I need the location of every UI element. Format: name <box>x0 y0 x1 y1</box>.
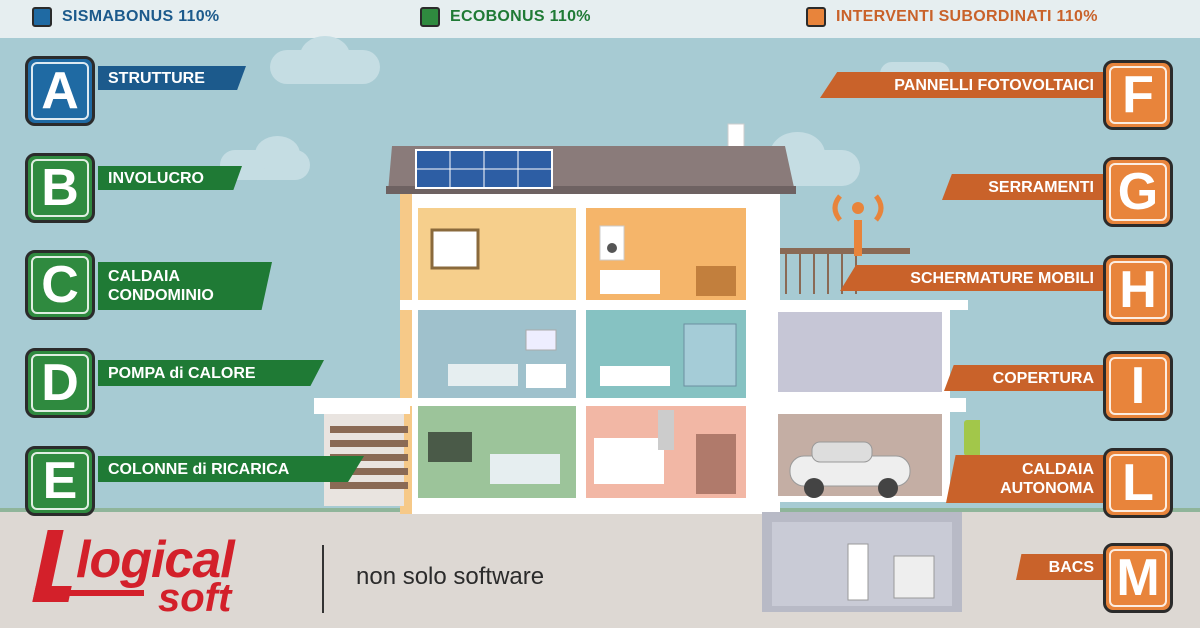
logo-wordmark-bottom: soft <box>158 576 232 620</box>
badge-letter: I <box>1130 357 1146 415</box>
logicalsoft-logo: logical soft <box>32 530 300 620</box>
badge-letter: M <box>1116 549 1160 607</box>
badge-l: L <box>1103 448 1173 518</box>
label-caldaia-condominio: CALDAIA CONDOMINIO <box>98 262 272 310</box>
cloud <box>255 136 300 172</box>
logo-arrow-icon <box>44 590 144 596</box>
label-text: STRUTTURE <box>108 69 205 87</box>
label-text: BACS <box>1048 558 1094 576</box>
badge-letter: D <box>41 354 79 412</box>
badge-letter: G <box>1117 163 1159 221</box>
label-bacs: BACS <box>1016 554 1106 580</box>
badge-i: I <box>1103 351 1173 421</box>
badge-g: G <box>1103 157 1173 227</box>
car <box>789 441 911 498</box>
badge-a: A <box>25 56 95 126</box>
antenna-icon <box>832 194 884 256</box>
label-text: COLONNE di RICARICA <box>108 460 290 478</box>
label-serramenti: SERRAMENTI <box>942 174 1106 200</box>
badge-e: E <box>25 446 95 516</box>
label-colonne-ricarica: COLONNE di RICARICA <box>98 456 364 482</box>
label-copertura: COPERTURA <box>944 365 1106 391</box>
label-pompa-calore: POMPA di CALORE <box>98 360 324 386</box>
logo-divider <box>322 545 324 613</box>
badge-c: C <box>25 250 95 320</box>
label-text: INVOLUCRO <box>108 169 204 187</box>
label-text: CALDAIA AUTONOMA <box>1000 461 1094 497</box>
legend-sismabonus: SISMABONUS 110% <box>32 7 219 27</box>
badge-f: F <box>1103 60 1173 130</box>
badge-letter: B <box>41 159 79 217</box>
badge-letter: A <box>41 62 79 120</box>
label-text: POMPA di CALORE <box>108 364 256 382</box>
cloud <box>300 36 350 76</box>
legend-label-sismabonus: SISMABONUS 110% <box>62 8 220 25</box>
badge-m: M <box>1103 543 1173 613</box>
label-schermature-mobili: SCHERMATURE MOBILI <box>840 265 1106 291</box>
badge-h: H <box>1103 255 1173 325</box>
label-text: SERRAMENTI <box>988 178 1094 196</box>
legend-swatch-green <box>420 7 440 27</box>
label-involucro: INVOLUCRO <box>98 166 242 190</box>
legend-swatch-blue <box>32 7 52 27</box>
label-strutture: STRUTTURE <box>98 66 246 90</box>
legend-subordinati: INTERVENTI SUBORDINATI 110% <box>806 7 1098 27</box>
legend-label-ecobonus: ECOBONUS 110% <box>450 8 591 25</box>
house-illustration <box>314 123 980 612</box>
ground <box>0 512 1200 628</box>
label-text: PANNELLI FOTOVOLTAICI <box>894 76 1094 94</box>
legend-ecobonus: ECOBONUS 110% <box>420 7 591 27</box>
legend-label-subordinati: INTERVENTI SUBORDINATI 110% <box>836 8 1098 25</box>
badge-letter: F <box>1122 66 1154 124</box>
badge-letter: E <box>42 452 78 510</box>
badge-b: B <box>25 153 95 223</box>
label-pannelli-fotovoltaici: PANNELLI FOTOVOLTAICI <box>820 72 1106 98</box>
label-text: CALDAIA CONDOMINIO <box>108 268 214 304</box>
logo-wordmark-top: logical <box>76 531 235 589</box>
badge-letter: L <box>1122 454 1154 512</box>
tagline: non solo software <box>356 563 545 590</box>
legend-bar <box>0 0 1200 38</box>
label-caldaia-autonoma: CALDAIA AUTONOMA <box>946 455 1106 503</box>
solar-panel <box>415 149 553 189</box>
badge-d: D <box>25 348 95 418</box>
label-text: SCHERMATURE MOBILI <box>910 269 1094 287</box>
badge-letter: H <box>1119 261 1157 319</box>
legend-swatch-orange <box>806 7 826 27</box>
label-text: COPERTURA <box>992 369 1094 387</box>
badge-letter: C <box>41 256 79 314</box>
